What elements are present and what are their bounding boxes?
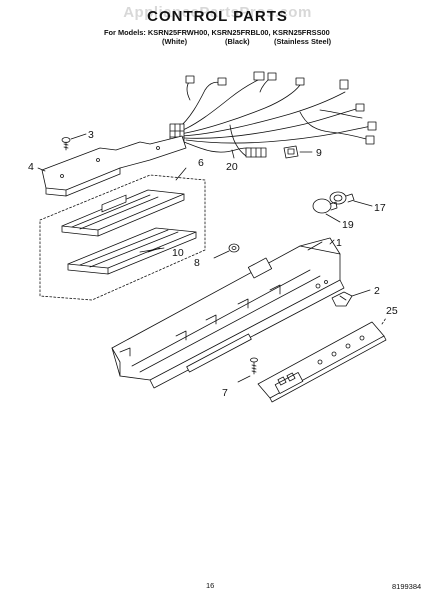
callout-10: 10	[172, 247, 184, 259]
callout-3: 3	[88, 129, 94, 141]
assembly-outline-6	[39, 174, 206, 301]
callout-2: 2	[374, 285, 380, 297]
screw-7	[237, 357, 258, 383]
callout-6: 6	[198, 157, 204, 169]
watermark: AppliancePartsPros.com	[123, 4, 312, 21]
callout-19: 19	[342, 219, 354, 231]
callout-4: 4	[28, 161, 34, 173]
leader-lines	[147, 149, 335, 253]
control-board-upper	[61, 189, 185, 237]
wire-harness	[169, 71, 377, 158]
page-number: 16	[206, 581, 215, 590]
control-housing-1	[111, 237, 345, 389]
callout-8: 8	[194, 257, 200, 269]
callout-25: 25	[386, 305, 398, 317]
control-panel-25	[257, 317, 387, 403]
finish-stainless: (Stainless Steel)	[274, 37, 332, 46]
callout-20: 20	[226, 161, 238, 173]
callouts: 1 2 3 4 6 7 8 9 10 17 19 20 25	[28, 129, 398, 399]
control-board-lower-10	[67, 227, 197, 275]
finish-white: (White)	[162, 37, 188, 46]
lamp-socket-17	[329, 191, 373, 207]
callout-9: 9	[316, 147, 322, 159]
page-title: CONTROL PARTS	[147, 8, 288, 25]
callout-17: 17	[374, 202, 386, 214]
bracket-plate-4	[37, 135, 187, 197]
clip-2	[331, 289, 371, 307]
screw-3	[61, 133, 87, 151]
finish-black: (Black)	[225, 37, 250, 46]
fastener-8	[213, 243, 240, 259]
document-number: 8199384	[392, 582, 422, 591]
lamp-bulb-19	[312, 198, 341, 223]
callout-1: 1	[336, 237, 342, 249]
callout-7: 7	[222, 387, 228, 399]
models-line: For Models: KSRN25FRWH00, KSRN25FRBL00, …	[104, 28, 330, 37]
grommet-9	[283, 145, 313, 159]
